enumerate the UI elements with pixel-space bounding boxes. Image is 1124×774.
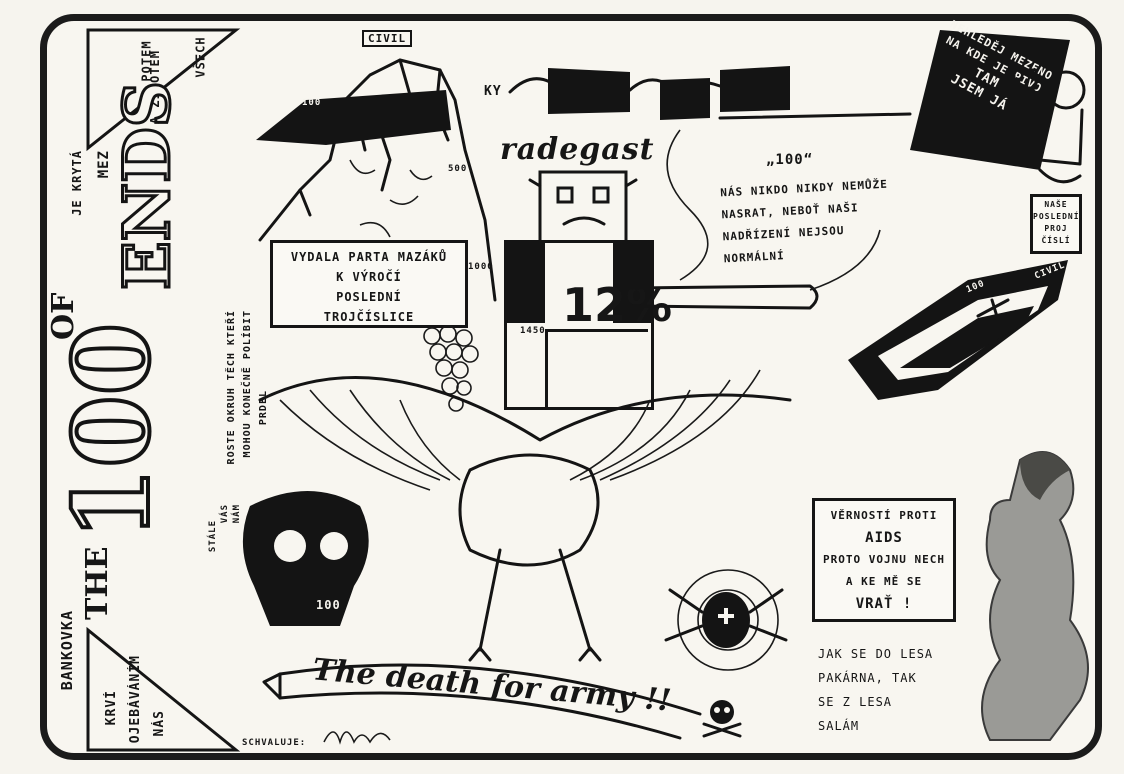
eagle-illustration (258, 369, 792, 662)
publisher-line2: K VÝROČÍ (336, 270, 402, 284)
aids-line4: A KE MĚ SE (845, 575, 923, 588)
skull-100: 100 (316, 598, 341, 612)
forest-text: JAK SE DO LESA PAKÁRNA, TAK SE Z LESA SA… (818, 642, 933, 738)
approval-label: SCHVALUJE: (242, 738, 307, 748)
skull-illustration (242, 491, 369, 626)
grapes-illustration (423, 325, 479, 412)
banner-ribbon (262, 663, 702, 740)
forest-line1: JAK SE DO LESA (818, 647, 934, 661)
sign-line3: PROJ (1044, 224, 1068, 233)
bottom-triangle-shape (86, 626, 241, 752)
top-triangle-line3: VŠECH (193, 36, 208, 78)
forest-line3: SE Z LESA (818, 695, 893, 709)
speech-tube (628, 112, 912, 310)
beer-tap-block (504, 240, 654, 410)
bottom-triangle-line1: KRVÍ (104, 690, 119, 726)
skull-text-1: STÁLE (208, 520, 218, 553)
spider-illustration (664, 569, 788, 671)
handshake-bar (508, 66, 790, 120)
bottom-triangle-line2: OJEBÁVÁNÍM (128, 655, 143, 744)
last-number-sign: NAŠE POSLEDNÍ PROJ ČÍSLÍ (1030, 194, 1082, 254)
beer-brand-logo: radegast (500, 132, 655, 167)
black-flag (256, 90, 451, 145)
publisher-line3: POSLEDNÍ (336, 290, 402, 304)
publisher-line1: VYDALA PARTA MAZÁKŮ (290, 250, 448, 264)
skull-bones-icon (702, 700, 742, 738)
mountain-mark-1000: 1000 (468, 262, 494, 272)
title-number: 100 (48, 321, 175, 542)
mountain-mark-500: 500 (448, 164, 468, 174)
flag-mark-ky: KY (484, 84, 502, 99)
counter-text-line1: ROSTE OKRUH TĚCH KTEŘÍ (226, 310, 237, 465)
signature (323, 731, 391, 745)
title-ends: ENDS (109, 80, 187, 292)
skull-text-3: NÁM (232, 504, 242, 524)
title-the: THE (80, 546, 115, 620)
civil-label: CIVIL (362, 30, 413, 47)
top-triangle-shape (86, 28, 241, 152)
aids-line2: AIDS (865, 530, 903, 546)
aids-box: VĚRNOSTÍ PROTI AIDS PROTO VOJNU NECH A K… (812, 498, 956, 622)
publisher-line4: TROJČÍSLICE (323, 310, 415, 324)
left-side-text: BANKOVKA (58, 610, 76, 691)
bottom-triangle-line3: NÁS (152, 710, 167, 737)
beer-flag-shape (910, 30, 1082, 184)
woman-photo (981, 451, 1089, 741)
publisher-box: VYDALA PARTA MAZÁKŮ K VÝROČÍ POSLEDNÍ TR… (270, 240, 468, 328)
forest-line4: SALÁM (818, 719, 860, 733)
sign-line1: NAŠE (1044, 200, 1068, 209)
beer-small-number: 1450 (520, 326, 546, 336)
aids-line1: VĚRNOSTÍ PROTI (830, 509, 938, 522)
forest-line2: PAKÁRNA, TAK (818, 671, 917, 685)
beer-man-illustration (1012, 68, 1086, 166)
aids-line3: PROTO VOJNU NECH (823, 553, 945, 566)
sign-line4: ČÍSLÍ (1041, 236, 1071, 245)
quote-title: „100“ (766, 152, 814, 168)
flag-mark-100: 100 (302, 98, 322, 108)
skull-text-2: VÁS (220, 504, 230, 524)
sign-line2: POSLEDNÍ (1033, 212, 1080, 221)
title-block: THE 100 OF ENDS (46, 60, 187, 621)
coffin-illustration (848, 260, 1068, 400)
aids-line5: VRAŤ ! (855, 596, 913, 612)
title-of: OF (46, 292, 81, 340)
